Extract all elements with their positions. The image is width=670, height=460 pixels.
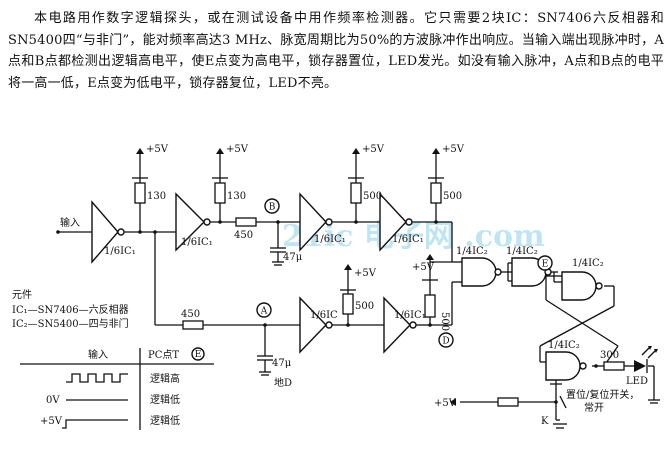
v5-label-2: +5V	[226, 144, 249, 155]
resistor-500-c	[342, 293, 354, 315]
ic1-c-label: 1/6IC₁	[314, 234, 346, 245]
ic2-c-label: 1/4IC₂	[572, 258, 604, 269]
v5-label-6: +5V	[412, 262, 435, 273]
inverter-ic1-b	[175, 192, 211, 252]
resistor-500-a	[350, 182, 362, 204]
v5-label-5: +5V	[354, 268, 377, 279]
description-paragraph: 本电路用作数字逻辑探头，或在测试设备中用作频率检测器。它只需要2块IC：SN74…	[8, 11, 664, 91]
v5-switch-label: +5V	[434, 398, 457, 409]
resistor-500-b	[430, 182, 442, 204]
input-label: 输入	[60, 216, 80, 229]
resistor-500-d	[424, 294, 436, 318]
node-d-marker	[438, 332, 454, 348]
resistor-130-a	[134, 182, 146, 204]
table-row-3-input: +5V	[40, 416, 63, 427]
led-diode	[634, 346, 658, 373]
table-row-2-state: 逻辑低	[150, 393, 180, 406]
resistor-130-b	[214, 182, 226, 204]
r450-label-lower: 450	[181, 309, 200, 320]
watermark-text: 21ic 电子网 .com	[282, 219, 545, 254]
ic1-d-label: 1/6IC₁	[392, 234, 424, 245]
r130-label-2: 130	[227, 191, 246, 202]
ic2-d-label: 1/4IC₂	[548, 340, 580, 351]
legend-item-ic1: IC₁—SN7406—六反相器	[12, 303, 129, 316]
c47-label-upper: 47μ	[283, 252, 303, 263]
r450-label-upper: 450	[234, 230, 253, 241]
ic2-b-label: 1/4IC₂	[506, 246, 538, 257]
r500-label-3: 500	[355, 301, 374, 312]
nand-gate-2	[511, 257, 552, 287]
inverter-ic1-c	[299, 192, 333, 252]
component-legend: 元件 IC₁—SN7406—六反相器 IC₂—SN5400—四与非门	[12, 289, 129, 330]
v5-label-3: +5V	[362, 144, 385, 155]
r130-label-1: 130	[147, 191, 166, 202]
legend-item-ic2: IC₂—SN5400—四与非门	[12, 317, 129, 330]
r500-label-1: 500	[363, 191, 382, 202]
switch-k-label: K	[541, 416, 549, 427]
truth-table: 输入 PC点T E 逻辑高 0V 逻辑低 +5V 逻辑低	[20, 347, 214, 430]
component-labels: 输入 +5V +5V +5V +5V +5V +5V 130 130 450 4…	[60, 144, 648, 427]
ground-d-label: 地D	[274, 376, 292, 389]
inverter-ic1-f	[383, 296, 417, 354]
ic1-f-label: 1/6IC₁	[394, 310, 426, 321]
inverters	[91, 192, 417, 354]
supply-arrows	[136, 148, 440, 276]
node-e-marker	[537, 255, 553, 271]
v5-label-1: +5V	[146, 144, 169, 155]
ic1-b-label: 1/6IC₁	[181, 237, 213, 248]
c47-label-lower: 47μ	[272, 358, 292, 369]
led-label: LED	[626, 376, 648, 387]
ic1-e-label: 1/6IC	[310, 310, 338, 321]
table-row-2-input: 0V	[46, 395, 60, 406]
switch-label-2: 常开	[584, 401, 604, 414]
resistor-300	[603, 361, 625, 371]
nand-gates	[461, 257, 603, 381]
table-header-input: 输入	[88, 348, 108, 361]
table-row-3-state: 逻辑低	[150, 414, 180, 427]
watermark: 21ic 电子网 .com	[282, 219, 545, 254]
v5-label-4: +5V	[442, 144, 465, 155]
ic1-a-label: 1/6IC₁	[104, 246, 136, 257]
description-text: 本电路用作数字逻辑探头，或在测试设备中用作频率检测器。它只需要2块IC：SN74…	[8, 8, 664, 94]
node-e-label: E	[542, 260, 549, 270]
nand-gate-4	[545, 351, 587, 381]
inverter-ic1-d	[379, 192, 413, 252]
table-header-pc: PC点T	[148, 349, 179, 361]
resistor-450-lower	[182, 320, 204, 330]
inverter-ic1-a	[91, 200, 125, 264]
resistors	[134, 182, 625, 407]
r300-label: 300	[600, 350, 619, 361]
node-b-label: B	[269, 203, 276, 213]
inverter-ic1-e	[299, 296, 333, 354]
resistor-switch	[497, 397, 519, 407]
node-a-label: A	[260, 307, 268, 317]
node-markers: B A D E	[256, 198, 553, 348]
node-a-marker	[256, 302, 272, 318]
nand-gate-1	[461, 257, 502, 287]
legend-title: 元件	[12, 289, 32, 301]
resistor-450-upper	[235, 217, 257, 227]
nand-gate-3	[561, 271, 603, 301]
table-header-e: E	[195, 350, 202, 360]
node-b-marker	[264, 198, 280, 214]
r500-label-2: 500	[443, 191, 462, 202]
table-header-e-marker	[191, 347, 205, 361]
table-row-1-state: 逻辑高	[150, 372, 180, 385]
node-d-label: D	[442, 337, 449, 347]
switch-label: 置位/复位开关，	[566, 388, 639, 401]
r500-label-4: 500	[439, 312, 450, 331]
ic2-a-label: 1/4IC₂	[456, 246, 488, 257]
